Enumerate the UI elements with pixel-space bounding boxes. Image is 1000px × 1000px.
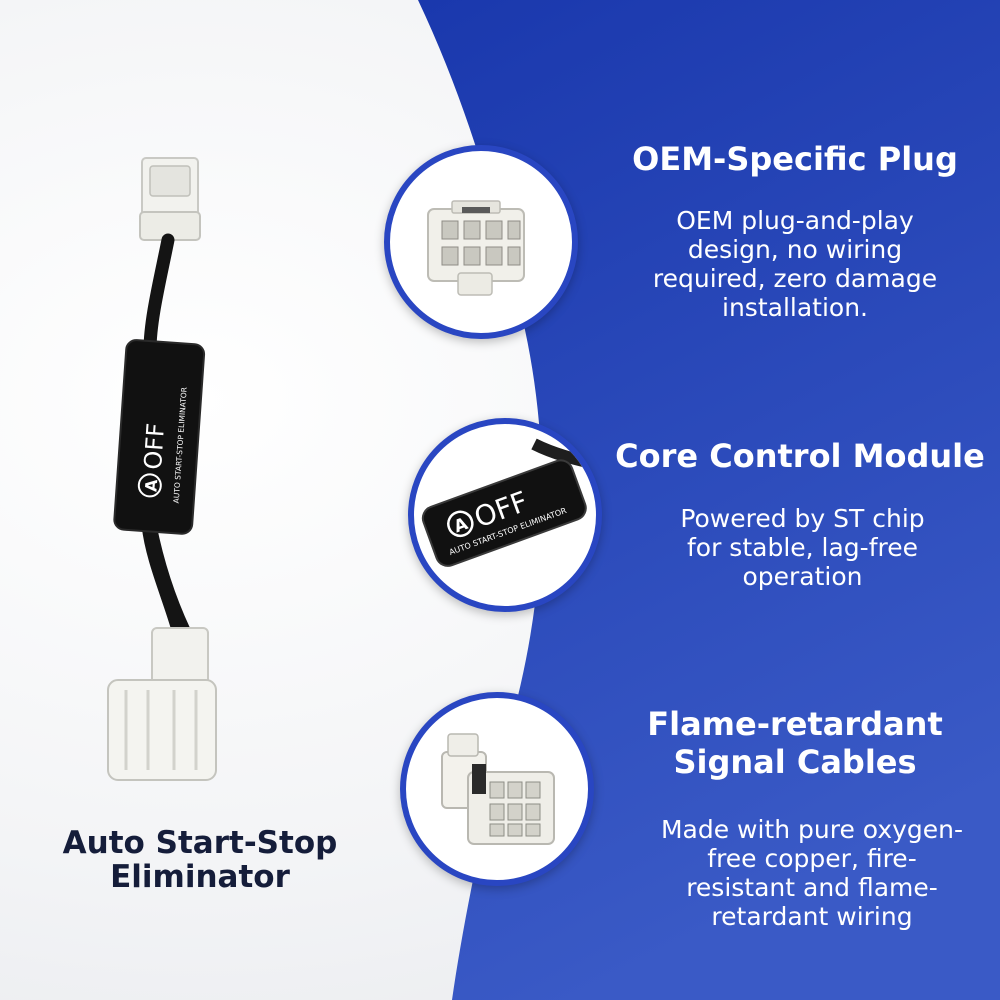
control-module: A OFF AUTO START-STOP ELIMINATOR: [113, 339, 206, 535]
feature-circle-signal-cables: [400, 692, 594, 886]
module-icon-letter: A: [141, 478, 161, 492]
oem-plug-icon: [427, 200, 525, 296]
module-label-off: OFF: [139, 422, 170, 470]
feature-title-oem-plug: OEM-Specific Plug: [632, 140, 958, 178]
product-image: A OFF AUTO START-STOP ELIMINATOR: [107, 157, 217, 781]
feature-title-control-module: Core Control Module: [615, 437, 985, 475]
feature-description-signal-cables: Made with pure oxygen-free copper, fire-…: [660, 815, 964, 931]
top-connector: [139, 157, 201, 241]
feature-circle-control-module: A OFF AUTO START-STOP ELIMINATOR: [408, 418, 602, 612]
control-module-icon: A OFF AUTO START-STOP ELIMINATOR: [420, 438, 596, 606]
signal-cable-connector-icon: [441, 733, 555, 845]
bottom-connector: [107, 627, 217, 781]
feature-circle-oem-plug: [384, 145, 578, 339]
